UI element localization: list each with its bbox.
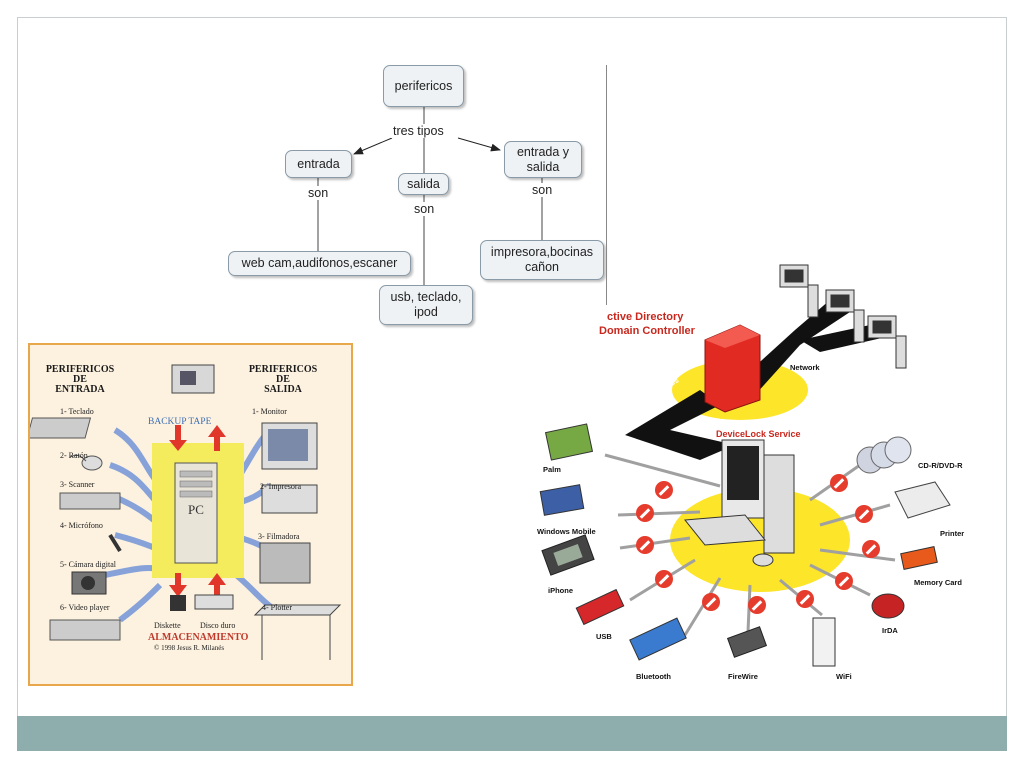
block-icon [796, 590, 814, 608]
pc-label: PC [188, 502, 204, 517]
domain-controller-label: Domain Controller [599, 325, 695, 337]
link-tres-tipos: tres tipos [391, 124, 446, 138]
input-device: 3- Scanner [60, 480, 95, 489]
input-device: 6- Video player [60, 603, 110, 612]
perifericos-illustration [30, 364, 342, 660]
device-label-irda: IrDA [882, 626, 898, 635]
network-label: Network [790, 363, 820, 372]
node-entrada-y-salida: entrada y salida [504, 141, 582, 178]
storage-item: Disco duro [200, 621, 236, 630]
storage-item: Diskette [154, 621, 181, 630]
block-icon [655, 481, 673, 499]
device-label-windows-mobile: Windows Mobile [537, 527, 596, 536]
block-icon [748, 596, 766, 614]
active-directory-label: ctive Directory [607, 311, 684, 323]
device-label-palm: Palm [543, 465, 561, 474]
block-icon [835, 572, 853, 590]
link-son-salida: son [412, 202, 437, 216]
device-label-iphone: iPhone [548, 586, 574, 595]
input-device: 2- Ratón [60, 451, 88, 460]
block-icon [855, 505, 873, 523]
heading-input-devices: PERIFERICOS DE ENTRADA [45, 364, 115, 395]
heading-output-devices: PERIFERICOS DE SALIDA [248, 364, 318, 395]
input-device: 4- Micrófono [60, 521, 103, 530]
vertical-divider [606, 65, 607, 305]
backup-tape-label: BACKUP TAPE [148, 417, 212, 427]
output-device: 1- Monitor [252, 407, 287, 416]
link-son-entrada-y-salida: son [530, 183, 555, 197]
block-icon [636, 504, 654, 522]
block-icon [830, 474, 848, 492]
devicelock-service-label: DeviceLock Service [716, 429, 801, 439]
device-label-memory-card: Memory Card [914, 578, 962, 587]
input-device: 1- Teclado [60, 407, 94, 416]
node-entrada-y-salida-leaf: impresora,bocinas cañon [480, 240, 604, 280]
node-salida-leaf: usb, teclado, ipod [379, 285, 473, 325]
storage-title: ALMACENAMIENTO [148, 632, 249, 643]
output-device: 2- Impresora [260, 482, 302, 491]
output-device: 4- Plotter [262, 603, 292, 612]
block-icon [862, 540, 880, 558]
device-label-cd-dvd: CD-R/DVD-R [918, 461, 963, 470]
block-icon [655, 570, 673, 588]
input-device: 5- Cámara digital [60, 560, 116, 569]
device-label-bluetooth: Bluetooth [636, 672, 671, 681]
node-entrada-leaf: web cam,audifonos,escaner [228, 251, 411, 276]
footer-bar [17, 716, 1007, 751]
node-perifericos: perifericos [383, 65, 464, 107]
block-icon [636, 536, 654, 554]
device-label-printer: Printer [940, 529, 965, 538]
node-entrada: entrada [285, 150, 352, 178]
perifericos-diagram: PERIFERICOS DE ENTRADA PERIFERICOS DE SA… [28, 343, 353, 686]
credit: © 1998 Jesus R. Milanés [154, 644, 225, 652]
device-label-usb: USB [596, 632, 612, 641]
device-label-wifi: WiFi [836, 672, 852, 681]
link-son-entrada: son [306, 186, 331, 200]
device-label-firewire: FireWire [728, 672, 758, 681]
block-icon [702, 593, 720, 611]
output-device: 3- Filmadora [258, 532, 300, 541]
node-salida: salida [398, 173, 449, 195]
